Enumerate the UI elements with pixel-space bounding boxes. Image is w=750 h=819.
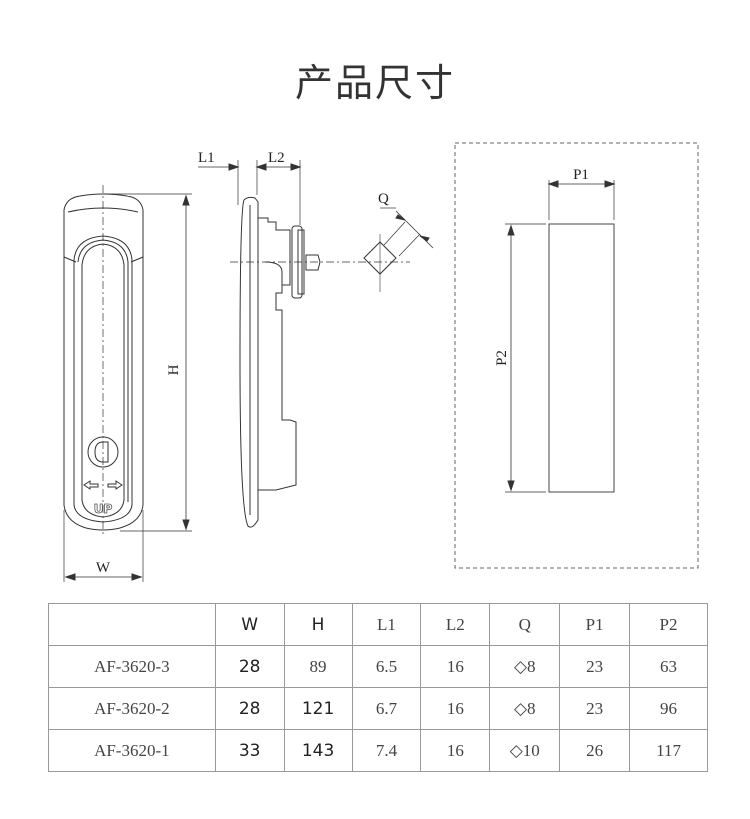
table-cell: 7.4 xyxy=(351,729,422,772)
table-cell: ◇8 xyxy=(489,687,561,730)
page-title: 产品尺寸 xyxy=(294,61,455,105)
header-cell: H xyxy=(283,603,353,646)
table-cell: 16 xyxy=(420,729,491,772)
table-row: AF-3620-2 28 121 6.7 16 ◇8 23 96 xyxy=(48,687,708,730)
table-cell: 6.5 xyxy=(351,645,422,688)
header-cell: Q xyxy=(489,603,561,646)
table-cell: 63 xyxy=(629,645,708,688)
dim-label-p2: P2 xyxy=(494,350,510,366)
table-cell: 6.7 xyxy=(351,687,422,730)
dimensions-table: W H L1 L2 Q P1 P2 AF-3620-3 28 89 6.5 16… xyxy=(48,603,708,772)
header-cell: W xyxy=(214,603,285,646)
header-cell: L2 xyxy=(420,603,491,646)
dim-label-q: Q xyxy=(378,191,389,207)
model-cell: AF-3620-3 xyxy=(48,645,216,688)
dim-label-l2: L2 xyxy=(268,150,285,166)
table-cell: 33 xyxy=(214,729,285,772)
table-cell: 16 xyxy=(420,645,491,688)
table-cell: 28 xyxy=(214,645,285,688)
header-cell: P1 xyxy=(559,603,631,646)
header-cell: P2 xyxy=(629,603,708,646)
table-cell: 143 xyxy=(283,729,353,772)
model-cell: AF-3620-1 xyxy=(48,729,216,772)
table-cell: 121 xyxy=(283,687,353,730)
handle-side-view xyxy=(198,160,434,528)
table-cell: 26 xyxy=(559,729,631,772)
table-row: AF-3620-3 28 89 6.5 16 ◇8 23 63 xyxy=(48,645,708,688)
dim-label-w: W xyxy=(96,560,111,576)
panel-cutout-view xyxy=(454,142,699,569)
dim-label-p1: P1 xyxy=(573,167,589,183)
table-cell: ◇8 xyxy=(489,645,561,688)
table-cell: 23 xyxy=(559,645,631,688)
dim-label-h: H xyxy=(166,364,182,375)
table-cell: 96 xyxy=(629,687,708,730)
header-cell: L1 xyxy=(351,603,422,646)
dim-label-l1: L1 xyxy=(198,150,215,166)
table-header-row: W H L1 L2 Q P1 P2 xyxy=(48,603,708,646)
dimension-drawing: L1 L2 Q H W P1 P2 UP xyxy=(63,142,699,582)
header-cell xyxy=(48,603,216,646)
model-cell: AF-3620-2 xyxy=(48,687,216,730)
table-cell: 117 xyxy=(629,729,708,772)
table-cell: ◇10 xyxy=(489,729,561,772)
table-cell: 23 xyxy=(559,687,631,730)
table-cell: 89 xyxy=(283,645,353,688)
table-row: AF-3620-1 33 143 7.4 16 ◇10 26 117 xyxy=(48,729,708,772)
up-marking: UP xyxy=(94,502,113,516)
handle-front-view xyxy=(63,185,192,582)
table-cell: 16 xyxy=(420,687,491,730)
table-cell: 28 xyxy=(214,687,285,730)
